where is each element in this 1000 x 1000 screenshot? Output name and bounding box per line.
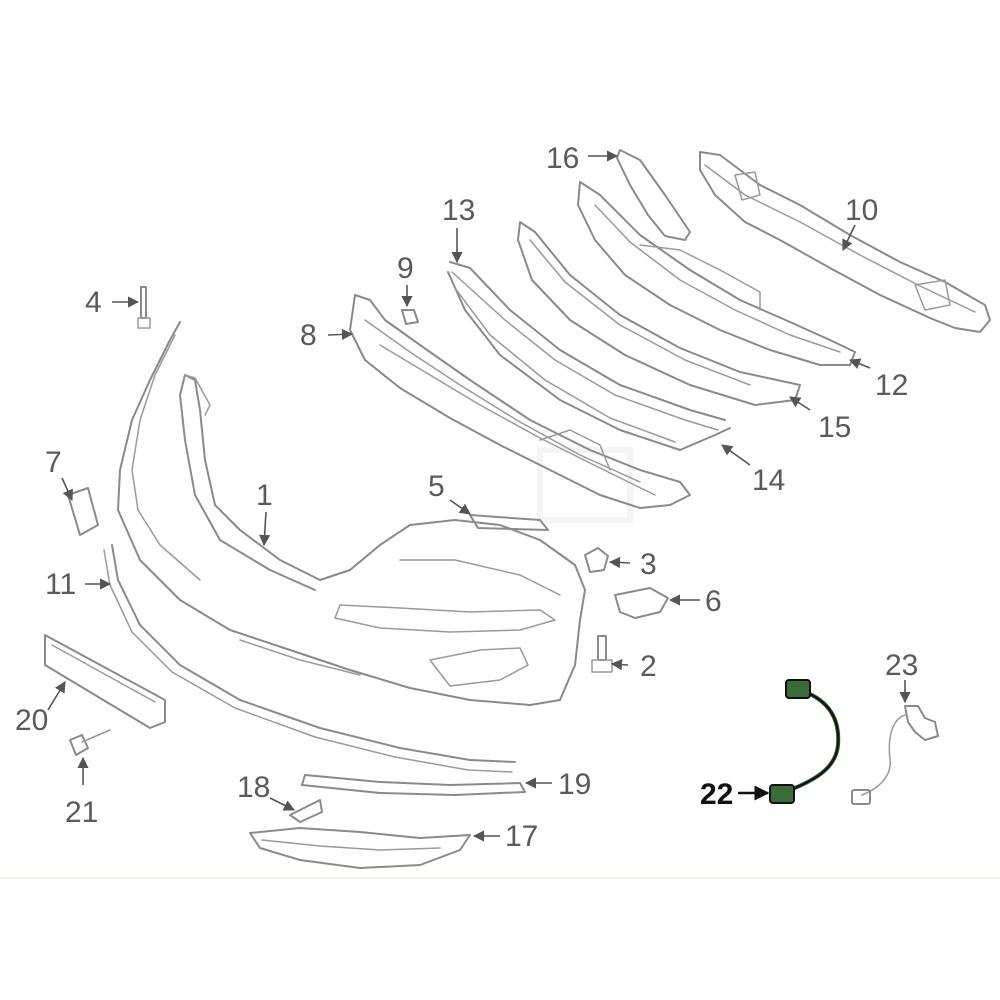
callout-1: 1	[256, 479, 273, 512]
part-9-clip	[401, 309, 419, 325]
part-13-upper-trim	[449, 261, 726, 431]
part-22-wiring-harness	[769, 679, 841, 804]
leader-10	[842, 224, 856, 252]
callout-23: 23	[885, 649, 918, 682]
part-18-bolt	[289, 799, 323, 823]
part-1-bumper-cover	[117, 321, 586, 706]
leader-2	[610, 659, 629, 671]
callout-14: 14	[752, 464, 785, 497]
part-8-energy-absorber	[349, 294, 691, 509]
callout-11: 11	[45, 568, 76, 601]
callout-6: 6	[705, 585, 722, 618]
callout-5: 5	[428, 470, 445, 503]
part-17-lower-skid	[249, 827, 471, 869]
part-6-bracket	[614, 587, 669, 619]
callout-17: 17	[505, 820, 538, 853]
callout-3: 3	[640, 548, 657, 581]
leader-1	[259, 511, 271, 547]
leader-12	[848, 358, 871, 369]
leader-15	[789, 396, 811, 411]
part-12-upper-grille	[577, 181, 856, 366]
part-3-clip-nut	[584, 547, 609, 573]
part-5-trim-strip	[469, 514, 549, 531]
part-23-sensor-harness	[851, 705, 939, 805]
part-7-cover-plate	[67, 487, 99, 536]
part-20-license-bracket	[44, 634, 166, 729]
callout-15: 15	[818, 411, 851, 444]
leader-lines	[47, 150, 911, 842]
leader-14	[721, 444, 751, 466]
callout-12: 12	[875, 369, 908, 402]
callout-19: 19	[558, 768, 591, 801]
part-11-lower-molding	[103, 544, 516, 773]
leader-20	[47, 681, 66, 711]
part-2-bolt	[591, 635, 613, 673]
leader-18	[269, 797, 296, 811]
callout-8: 8	[300, 319, 317, 352]
part-21-screw	[69, 729, 111, 756]
leader-8	[327, 328, 354, 341]
callout-10: 10	[845, 194, 878, 227]
leader-3	[608, 556, 631, 569]
callout-16: 16	[546, 142, 579, 175]
leader-5	[449, 499, 471, 515]
callout-22: 22	[700, 778, 733, 811]
callout-4: 4	[85, 286, 102, 319]
part-19-lower-strip	[301, 774, 526, 796]
callout-21: 21	[65, 796, 98, 829]
callout-13: 13	[442, 194, 475, 227]
part-4-pin	[137, 286, 151, 329]
callout-18: 18	[237, 771, 270, 804]
callout-20: 20	[15, 704, 48, 737]
callout-7: 7	[45, 446, 62, 479]
part-14-lower-trim	[447, 271, 731, 451]
callout-labels: 1 2 3 4 5 6 7 8 9 10 11 12 13 14 15 16 1…	[15, 142, 918, 853]
callout-2: 2	[640, 650, 657, 683]
leader-7	[61, 477, 73, 502]
part-10-bumper-beam	[699, 151, 991, 333]
watermark	[537, 447, 633, 523]
part-16-grille-plate	[616, 149, 691, 241]
callout-9: 9	[397, 252, 414, 285]
